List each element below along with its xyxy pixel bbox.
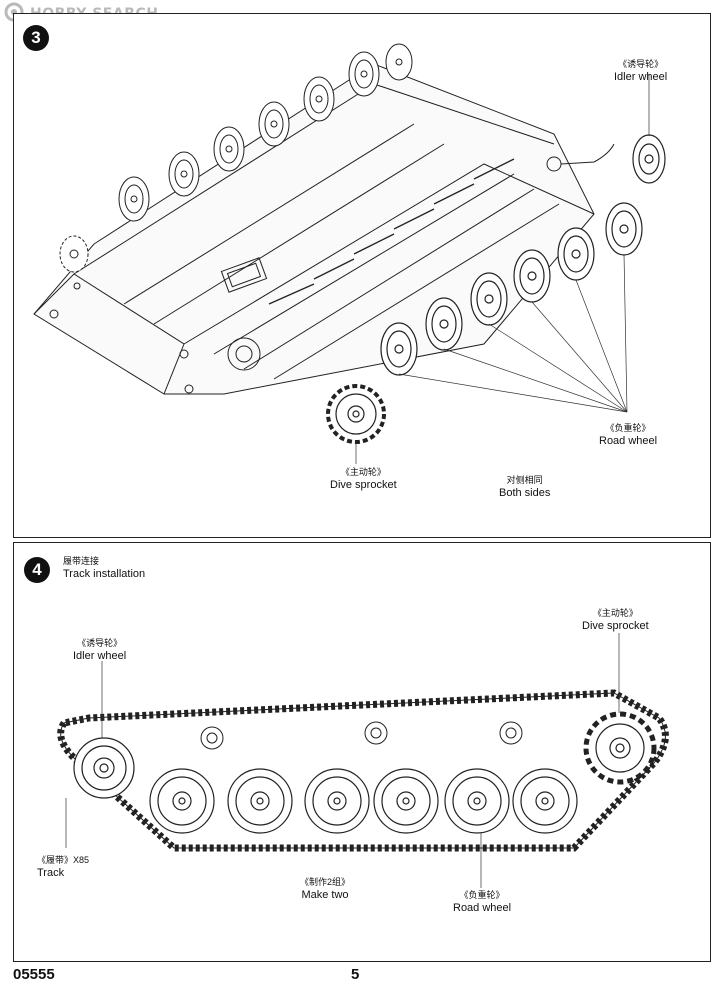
drive-sprocket-label-step4: 《主动轮》 Dive sprocket — [582, 607, 649, 633]
idler-wheel-step4 — [73, 737, 135, 799]
idler-wheel-step3 — [632, 134, 666, 184]
drive-sprocket-step4 — [583, 711, 657, 785]
road-wheels-near — [380, 202, 643, 376]
track-installation-drawing — [57, 633, 669, 888]
both-sides-note-cn: 对侧相同 — [506, 475, 543, 485]
page-number: 5 — [351, 966, 360, 983]
step-4-title-en: Track installation — [63, 568, 146, 580]
track-label-en: Track — [37, 867, 65, 879]
track-label: 《履带》X85 Track — [37, 854, 89, 880]
drive-sprocket-label-step4-en: Dive sprocket — [582, 620, 649, 632]
idler-wheel-label-step3: 《诱导轮》 Idler wheel — [614, 58, 667, 84]
hull-underside-drawing — [33, 43, 666, 464]
return-rollers — [200, 721, 523, 750]
idler-wheel-label-step4-cn: 《诱导轮》 — [77, 638, 123, 648]
drive-sprocket-label-en: Dive sprocket — [330, 479, 397, 491]
drive-sprocket-label-step3: 《主动轮》 Dive sprocket — [330, 466, 397, 492]
drive-sprocket-label-cn: 《主动轮》 — [340, 467, 386, 477]
road-wheel-label-step3: 《负重轮》 Road wheel — [599, 422, 657, 448]
idler-wheel-label-cn: 《诱导轮》 — [618, 59, 664, 69]
step-4-panel: 4 履带连接 Track installation — [13, 542, 711, 962]
road-wheel-label-step4-cn: 《负重轮》 — [459, 890, 505, 900]
road-wheel-label-step4: 《负重轮》 Road wheel — [453, 889, 511, 915]
make-two-note-en: Make two — [301, 889, 349, 901]
track-run — [57, 689, 669, 852]
step-4-title-cn: 履带连接 — [63, 556, 100, 566]
road-wheels-step4 — [149, 768, 578, 834]
step-4-badge: 4 — [24, 557, 50, 583]
far-side-wheels — [59, 43, 413, 273]
kit-code: 05555 — [13, 966, 55, 983]
track-label-cn: 《履带》X85 — [37, 855, 90, 865]
road-wheel-label-cn: 《负重轮》 — [605, 423, 651, 433]
idler-wheel-label-en: Idler wheel — [614, 71, 668, 83]
make-two-note-cn: 《制作2组》 — [300, 877, 351, 887]
road-wheel-label-step4-en: Road wheel — [453, 902, 512, 914]
step-3-badge: 3 — [23, 25, 49, 51]
road-wheel-label-en: Road wheel — [599, 435, 658, 447]
step-3-panel: 3 — [13, 13, 711, 538]
idler-wheel-label-step4: 《诱导轮》 Idler wheel — [73, 637, 126, 663]
drive-sprocket-step3 — [326, 384, 386, 444]
both-sides-note-en: Both sides — [499, 487, 551, 499]
idler-wheel-label-step4-en: Idler wheel — [73, 650, 127, 662]
both-sides-note: 对侧相同 Both sides — [499, 474, 550, 500]
step-4-title: 履带连接 Track installation — [63, 555, 145, 581]
make-two-note: 《制作2组》 Make two — [300, 876, 350, 902]
drive-sprocket-label-step4-cn: 《主动轮》 — [592, 608, 638, 618]
